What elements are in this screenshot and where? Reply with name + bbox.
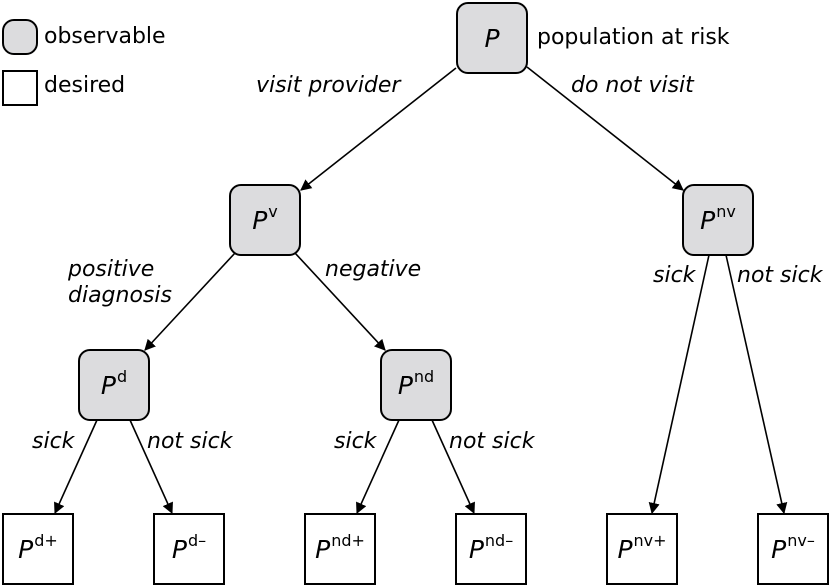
legend-desired-label: desired [44, 73, 126, 98]
node-superscript: nv [716, 201, 736, 221]
node-superscript: nv– [787, 530, 815, 550]
edge-v-to-nd [294, 252, 386, 351]
population-caption: population at risk [537, 25, 730, 50]
edge-label-nd-sick: sick [334, 429, 377, 454]
edge-label-visit-provider: visit provider [256, 73, 401, 98]
edge-label-nv-sick: sick [653, 263, 696, 288]
edge-nv-to-nvplus [648, 254, 710, 515]
node-superscript: d– [187, 530, 207, 550]
node-symbol: P [252, 205, 268, 235]
edge-label-negative: negative [325, 257, 422, 282]
node-population: P [456, 2, 528, 74]
legend-desired-swatch [2, 70, 38, 106]
node-superscript: v [268, 201, 278, 221]
node-symbol: P [617, 534, 633, 564]
edge-label-nv-not-sick: not sick [737, 263, 823, 288]
edge-root-to-v [300, 67, 457, 191]
edge-nd-to-ndplus [356, 419, 400, 515]
node-superscript: nv+ [633, 530, 667, 550]
edge-label-positive-diagnosis: positive diagnosis [68, 257, 172, 308]
node-symbol: P [100, 370, 116, 400]
edge-nv-to-nvminus [725, 254, 788, 515]
node-symbol: P [315, 534, 331, 564]
node-symbol: P [771, 534, 787, 564]
node-symbol: P [171, 534, 187, 564]
node-superscript: d+ [34, 530, 58, 550]
edge-label-d-sick: sick [32, 429, 75, 454]
node-symbol: P [397, 370, 413, 400]
node-superscript: nd+ [331, 530, 365, 550]
edge-v-to-d [144, 252, 236, 351]
legend-observable-label: observable [44, 24, 166, 49]
edge-label-d-not-sick: not sick [147, 429, 233, 454]
edge-root-to-nv [526, 66, 684, 191]
edge-nd-to-ndminus [431, 419, 475, 515]
edge-label-do-not-visit: do not visit [571, 73, 694, 98]
node-symbol: P [468, 534, 484, 564]
node-symbol: P [700, 205, 716, 235]
edge-label-nd-not-sick: not sick [449, 429, 535, 454]
node-superscript: nd [413, 366, 435, 386]
legend-observable-swatch [2, 19, 38, 55]
node-superscript: nd– [484, 530, 514, 550]
edge-d-to-dminus [129, 419, 173, 515]
node-symbol: P [18, 534, 34, 564]
node-symbol: P [484, 23, 500, 53]
node-superscript: d [116, 366, 128, 386]
edge-d-to-dplus [54, 419, 98, 515]
